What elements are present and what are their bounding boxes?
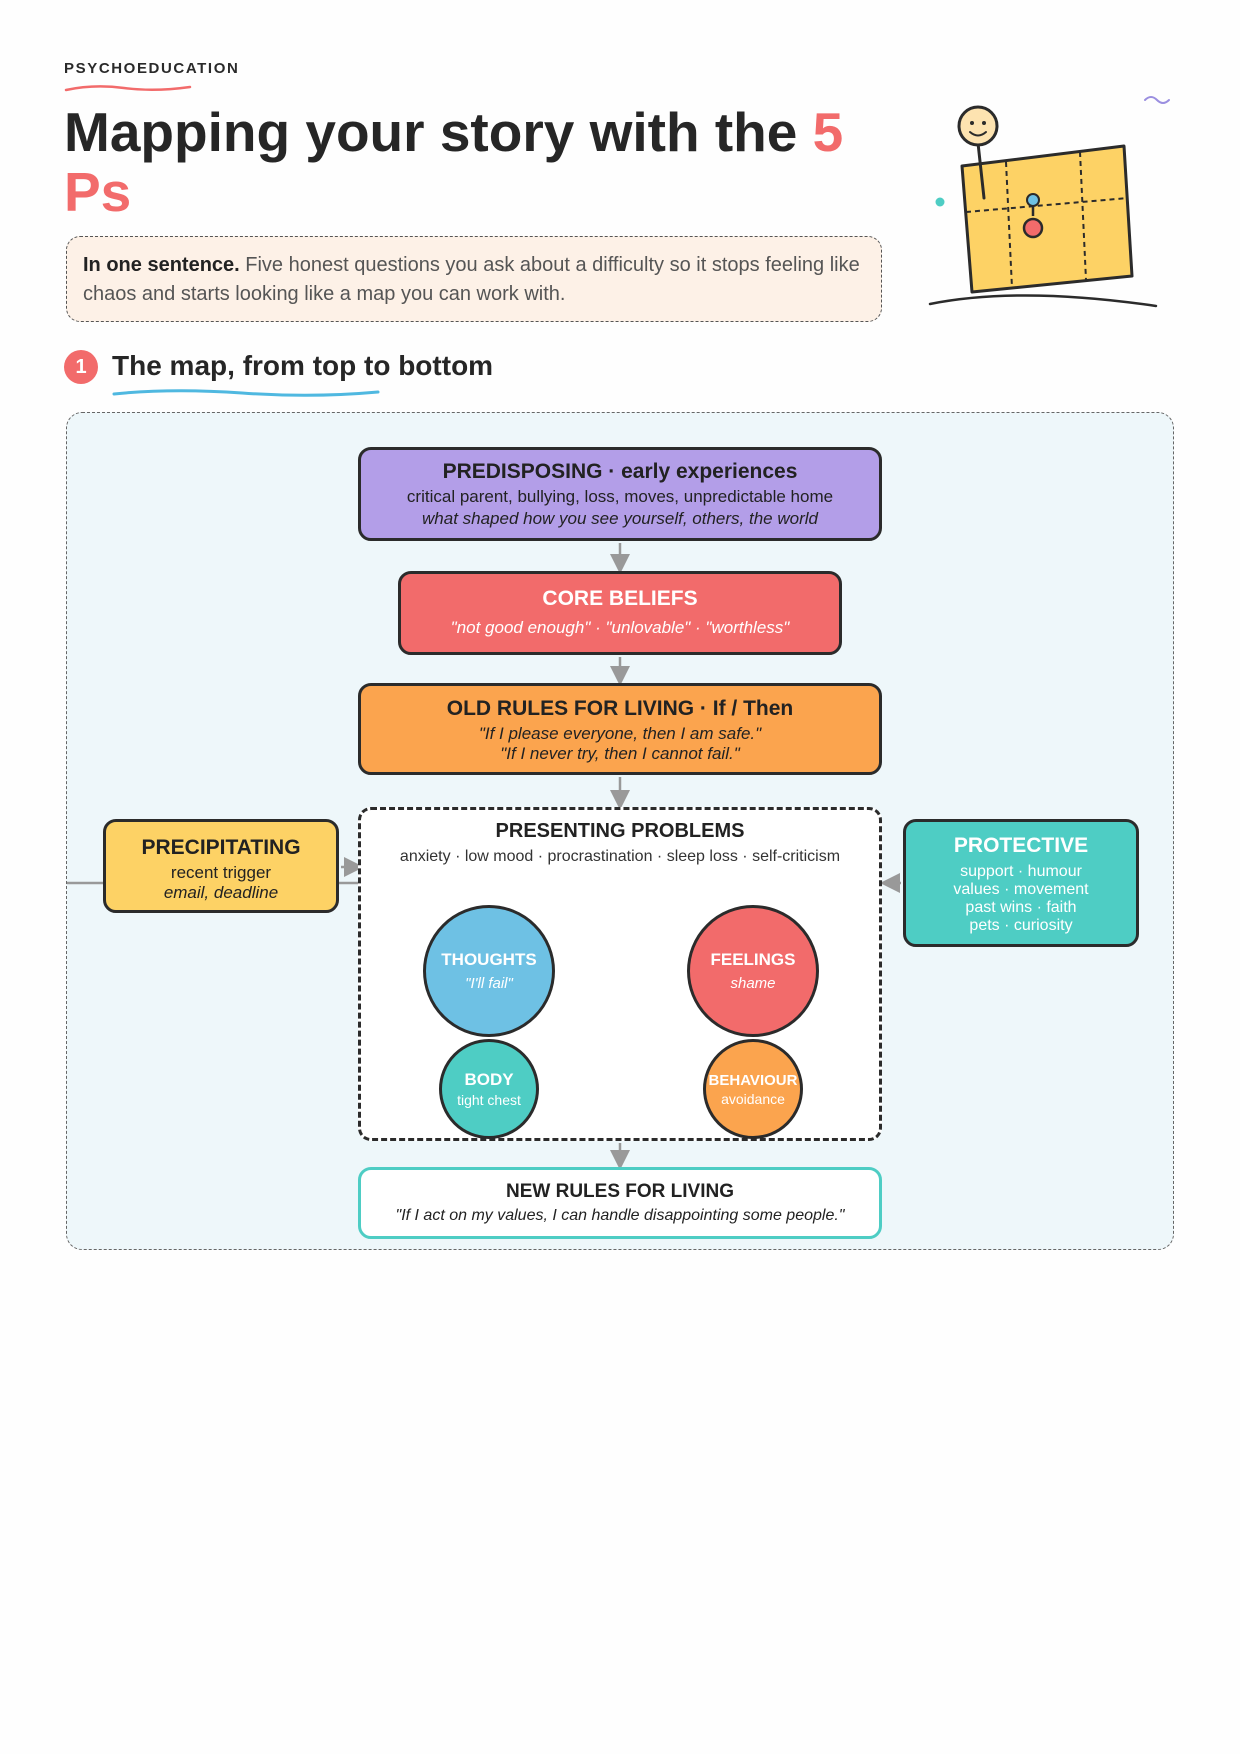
protective-line-3: past wins · faith [965, 899, 1077, 916]
title-accent-five: 5 [812, 101, 844, 163]
body-sub: tight chest [457, 1092, 521, 1108]
summary-box: In one sentence. Five honest questions y… [66, 236, 882, 322]
new-rules-title: NEW RULES FOR LIVING [506, 1181, 734, 1202]
protective-line-1: support · humour [960, 863, 1082, 880]
precipitating-title: PRECIPITATING [141, 836, 301, 859]
protective-box: PROTECTIVE support · humour values · mov… [903, 819, 1139, 947]
behaviour-circle: BEHAVIOUR avoidance [703, 1039, 803, 1139]
presenting-title: PRESENTING PROBLEMS [495, 820, 745, 842]
behaviour-title: BEHAVIOUR [708, 1071, 798, 1089]
title-main: Mapping your story with the [64, 101, 813, 163]
body-title: BODY [464, 1070, 514, 1089]
old-rules-line-1: "If I please everyone, then I am safe." [478, 724, 762, 743]
old-rules-line-2: "If I never try, then I cannot fail." [500, 744, 740, 763]
summary-lead: In one sentence. [83, 254, 240, 276]
presenting-examples: anxiety · low mood · procrastination · s… [399, 848, 841, 865]
new-rules-line-1: "If I act on my values, I can handle dis… [395, 1207, 845, 1224]
thoughts-sub: "I'll fail" [465, 975, 513, 992]
map-illustration [928, 96, 1170, 308]
predisposing-note: what shaped how you see yourself, others… [422, 509, 818, 528]
precipitating-line-1: recent trigger [170, 863, 272, 882]
feelings-circle: FEELINGS shame [687, 905, 819, 1037]
new-rules-box: NEW RULES FOR LIVING "If I act on my val… [358, 1167, 882, 1239]
title-accent-ps: Ps [64, 161, 132, 223]
core-beliefs-title: CORE BELIEFS [542, 587, 698, 610]
eyebrow-label: PSYCHOEDUCATION [64, 60, 240, 77]
behaviour-sub: avoidance [721, 1090, 785, 1107]
body-circle: BODY tight chest [439, 1039, 539, 1139]
location-pin-icon [1022, 193, 1044, 239]
section-title: The map, from top to bottom [112, 350, 494, 381]
protective-title: PROTECTIVE [953, 834, 1089, 857]
old-rules-title: OLD RULES FOR LIVING · If / Then [446, 697, 794, 720]
precipitating-box: PRECIPITATING recent trigger email, dead… [103, 819, 339, 913]
feelings-title: FEELINGS [710, 950, 796, 969]
thoughts-title: THOUGHTS [441, 950, 537, 969]
eyebrow-underline [64, 85, 192, 92]
section-number-badge: 1 [64, 350, 98, 384]
predisposing-title: PREDISPOSING · early experiences [442, 460, 798, 483]
core-beliefs-examples: "not good enough" · "unlovable" · "worth… [450, 618, 790, 637]
precipitating-line-2: email, deadline [163, 883, 279, 902]
protective-line-2: values · movement [953, 881, 1089, 898]
summary-text: Five honest questions you ask about a di… [83, 254, 860, 305]
folded-map-icon [960, 144, 1134, 294]
old-rules-box: OLD RULES FOR LIVING · If / Then "If I p… [358, 683, 882, 775]
core-beliefs-box: CORE BELIEFS "not good enough" · "unlova… [398, 571, 842, 655]
protective-line-4: pets · curiosity [969, 917, 1073, 934]
feelings-sub: shame [730, 975, 776, 992]
diagram-panel: PREDISPOSING · early experiences critica… [66, 412, 1174, 1250]
thoughts-circle: THOUGHTS "I'll fail" [423, 905, 555, 1037]
section-title-underline [112, 389, 380, 397]
predisposing-box: PREDISPOSING · early experiences critica… [358, 447, 882, 541]
predisposing-examples: critical parent, bullying, loss, moves, … [406, 487, 834, 506]
smiling-figure-icon [957, 105, 999, 200]
